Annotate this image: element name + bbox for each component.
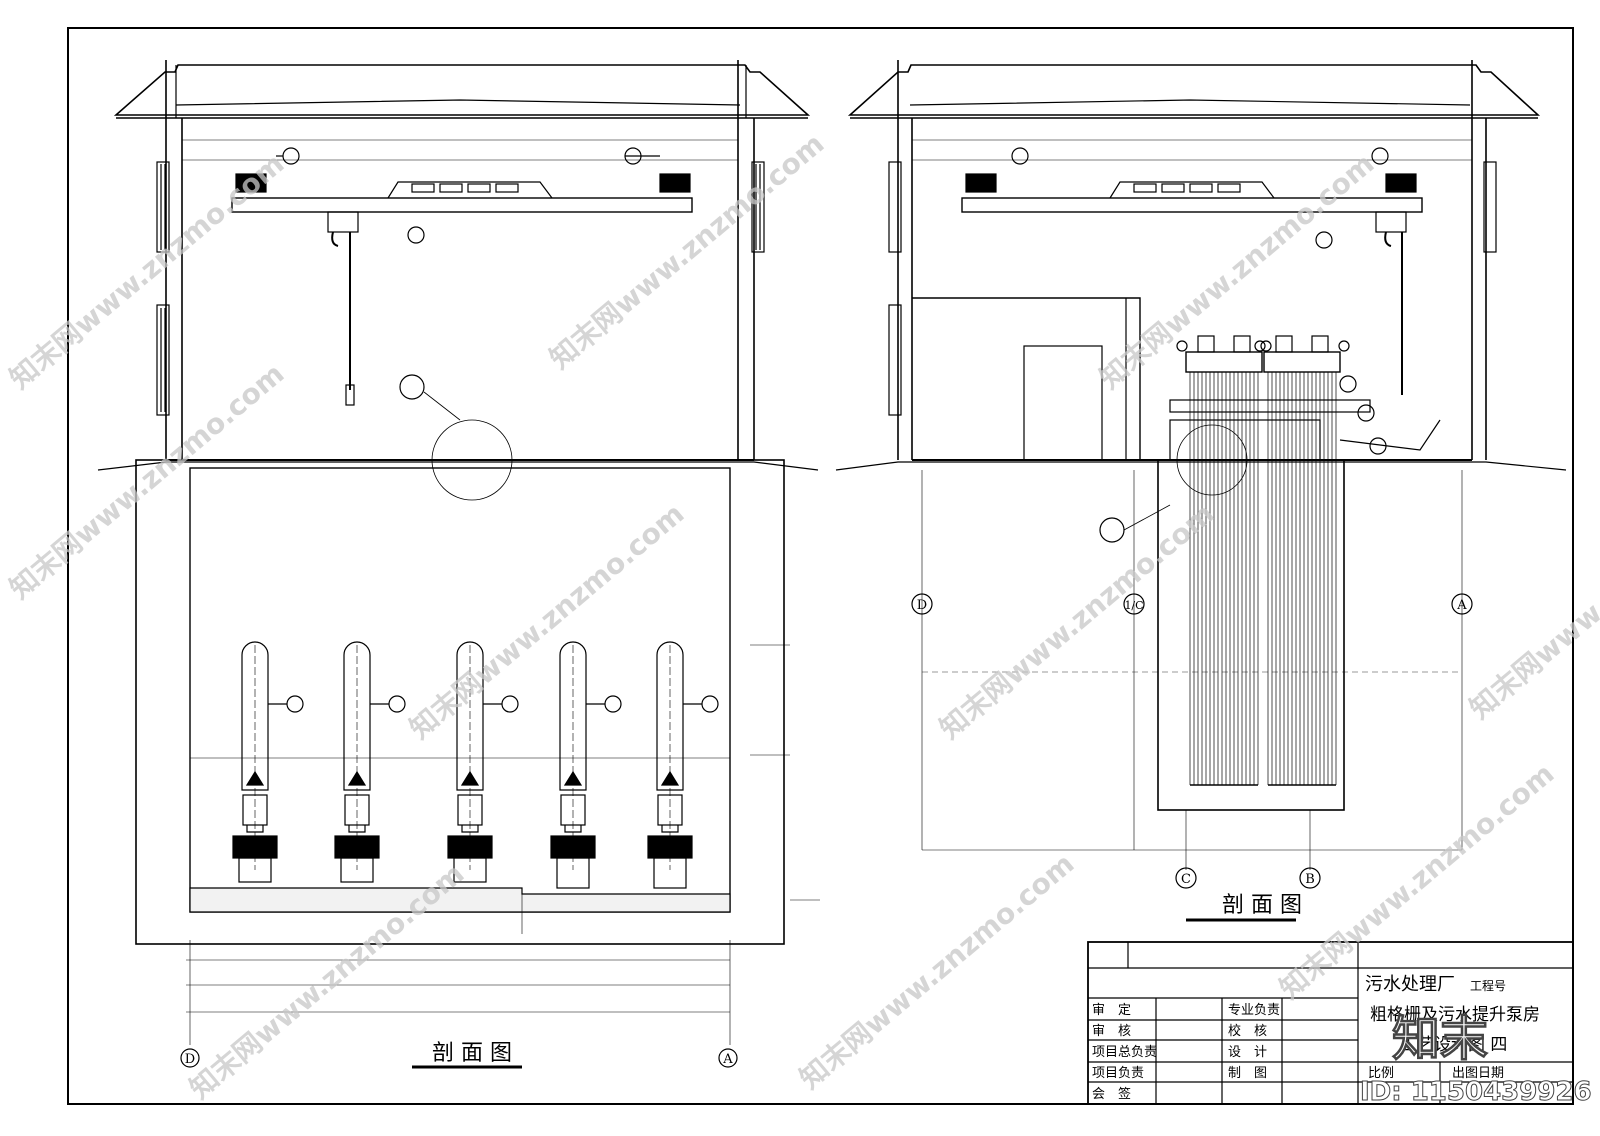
watermark-text: 知末网www.znzmo.com <box>1463 477 1600 725</box>
role-countersign: 会 签 <box>1092 1086 1131 1102</box>
right-axis-label-1c: 1/C <box>1124 599 1143 612</box>
brand-watermark: 知末 <box>1392 1011 1488 1067</box>
watermark-text: 知末网www.znzmo.com <box>933 497 1220 745</box>
role-project-chief: 项目总负责 <box>1092 1045 1157 1060</box>
watermark-text: 知末网www.znzmo.com <box>3 357 290 605</box>
bar-screen-2 <box>1254 335 1350 786</box>
role-design: 设 计 <box>1228 1045 1267 1060</box>
watermark-text: 知末网www.znzmo.com <box>3 147 290 395</box>
right-axis-label-a: A <box>1456 598 1467 613</box>
right-section-view: D 1/C A C B 剖 面 图 <box>835 60 1567 922</box>
role-discipline-lead: 专业负责 <box>1228 1003 1280 1018</box>
id-watermark: ID: 1150439926 <box>1360 1077 1592 1107</box>
watermark-text: 知末网www.znzmo.com <box>403 497 690 745</box>
watermark-text: 知末网www.znzmo.com <box>543 127 830 375</box>
roles-left-column: 审 定 审 核 项目总负责 项目负责 会 签 <box>1092 1003 1157 1102</box>
left-section-title: 剖 面 图 <box>432 1041 512 1066</box>
project-name: 污水处理厂 <box>1365 974 1455 995</box>
role-review: 审 核 <box>1092 1024 1131 1039</box>
role-project-lead: 项目负责 <box>1092 1066 1144 1081</box>
issue-date-label: 出图日期 <box>1452 1066 1504 1081</box>
submersible-pumps <box>232 641 719 889</box>
right-axis-label-b: B <box>1305 872 1315 887</box>
left-section-view: D A 剖 面 图 <box>97 60 820 1069</box>
role-approve: 审 定 <box>1092 1003 1131 1018</box>
drawing-type: 工艺设计图 四 <box>1400 1035 1507 1055</box>
project-number-label: 工程号 <box>1470 978 1506 993</box>
scale-label: 比例 <box>1368 1066 1394 1081</box>
left-axis-label-d: D <box>185 1052 195 1067</box>
watermark-text: 知末网www.znzmo.com <box>793 847 1080 1095</box>
role-drafting: 制 图 <box>1228 1066 1267 1081</box>
roles-right-column: 专业负责 校 核 设 计 制 图 <box>1228 1003 1280 1081</box>
sheet-border <box>67 27 1574 1105</box>
pump-4 <box>550 641 622 889</box>
title-block: 污水处理厂 工程号 粗格栅及污水提升泵房 工艺设计图 四 审 定 审 核 项目总… <box>1087 941 1574 1105</box>
right-axis-label-c: C <box>1181 872 1191 887</box>
left-axis-label-a: A <box>722 1052 733 1067</box>
drawing-name: 粗格栅及污水提升泵房 <box>1370 1005 1540 1025</box>
right-axis-label-d: D <box>917 598 927 613</box>
right-section-title: 剖 面 图 <box>1222 893 1302 918</box>
bar-screen-1 <box>1176 335 1272 786</box>
role-check: 校 核 <box>1228 1023 1267 1039</box>
pump-5 <box>647 641 719 889</box>
pump-3 <box>447 641 519 883</box>
pump-1 <box>232 641 304 883</box>
pump-2 <box>334 641 406 883</box>
coarse-bar-screens <box>1176 335 1350 786</box>
